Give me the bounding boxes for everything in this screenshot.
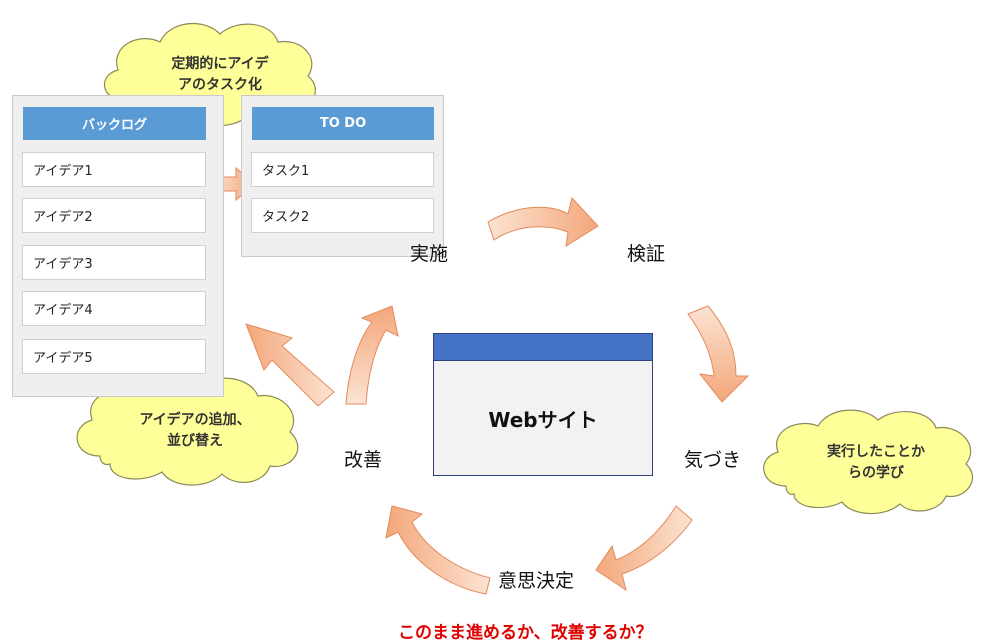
todo-item[interactable]: タスク1 xyxy=(251,152,434,187)
cycle-label-verify: 検証 xyxy=(627,243,666,265)
website-titlebar xyxy=(434,334,652,361)
cycle-label-decide: 意思決定 xyxy=(498,570,575,592)
todo-header: TO DO xyxy=(252,107,434,140)
cycle-label-notice: 気づき xyxy=(684,449,742,471)
todo-item[interactable]: タスク2 xyxy=(251,198,434,233)
cloud-top-line1: 定期的にアイデ xyxy=(171,56,269,72)
arrow-improve-to-backlog xyxy=(245,323,335,407)
arrow-implement-to-verify xyxy=(487,196,599,247)
arrow-improve-to-implement xyxy=(345,305,399,405)
arrow-notice-to-decide xyxy=(595,505,693,592)
backlog-item[interactable]: アイデア3 xyxy=(22,245,206,280)
cloud-left-line1: アイデアの追加、 xyxy=(139,412,251,428)
arrow-verify-to-notice xyxy=(687,305,750,403)
cloud-right-shape xyxy=(763,409,973,515)
cycle-label-improve: 改善 xyxy=(344,449,383,471)
cycle-label-implement: 実施 xyxy=(410,243,449,265)
arrow-decide-to-improve xyxy=(385,505,491,595)
website-label: Webサイト xyxy=(488,408,598,432)
backlog-item[interactable]: アイデア4 xyxy=(22,291,206,326)
cloud-left-line2: 並び替え xyxy=(167,433,223,449)
cloud-left-text: アイデアの追加、 並び替え xyxy=(105,396,285,466)
backlog-item[interactable]: アイデア5 xyxy=(22,339,206,374)
backlog-item[interactable]: アイデア2 xyxy=(22,198,206,233)
cloud-right-text: 実行したことか らの学び xyxy=(796,430,956,496)
backlog-header: バックログ xyxy=(23,107,206,140)
cloud-top-text: 定期的にアイデ アのタスク化 xyxy=(140,40,300,110)
cloud-right-line1: 実行したことか xyxy=(827,444,925,460)
bottom-note: このまま進めるか、改善するか？ xyxy=(398,623,653,643)
cloud-top-line2: アのタスク化 xyxy=(178,77,262,93)
website-window: Webサイト xyxy=(433,333,653,476)
cloud-right-line2: らの学び xyxy=(848,465,904,481)
backlog-item[interactable]: アイデア1 xyxy=(22,152,206,187)
